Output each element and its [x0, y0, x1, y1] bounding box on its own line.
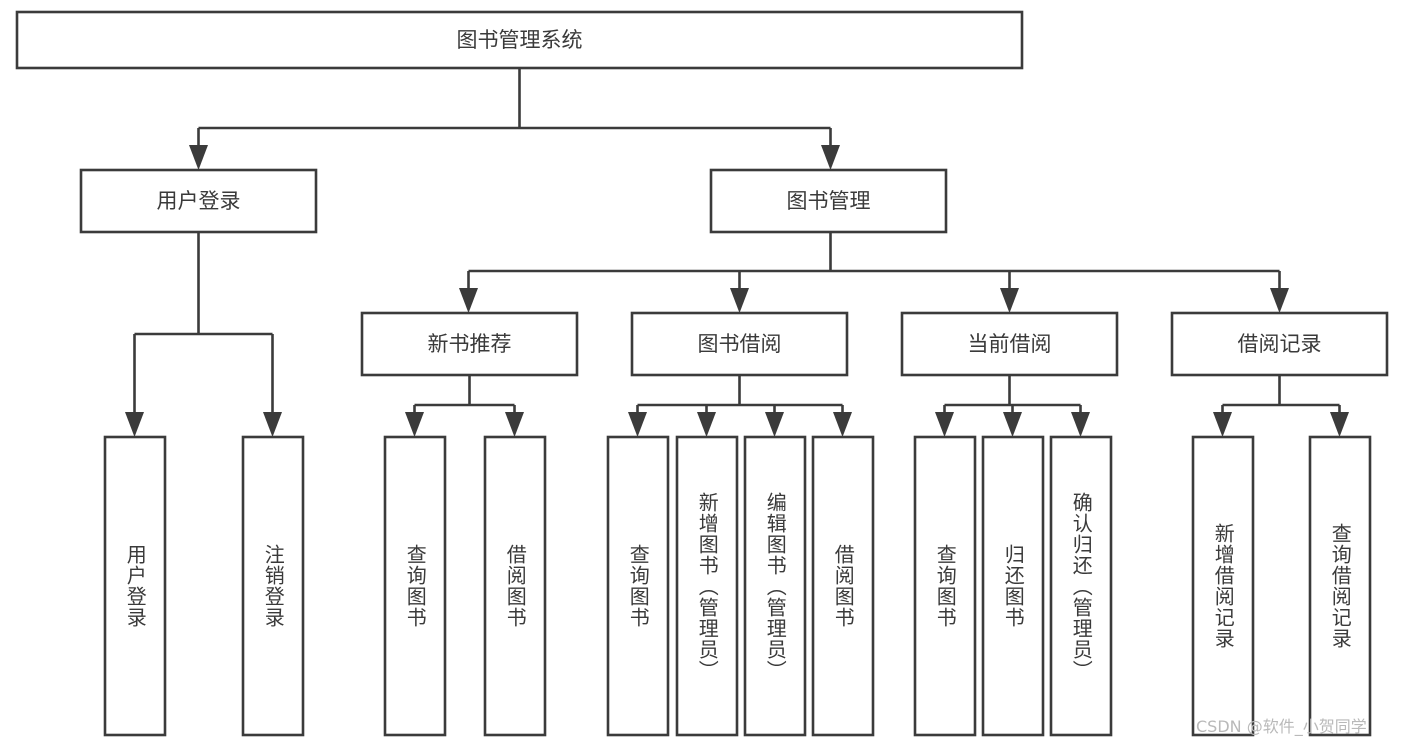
- csdn-watermark: CSDN @软件_小贺同学: [1196, 717, 1367, 736]
- arrowhead-bb-to-leaf-2: [697, 412, 716, 437]
- node-borrow-record-label: 借阅记录: [1238, 332, 1322, 356]
- leaf-box-borrow-book-1[interactable]: [483, 435, 547, 737]
- node-current-borrow-box[interactable]: [900, 311, 1119, 377]
- arrowhead-ul-to-leaf-2: [263, 412, 282, 437]
- node-book-borrow[interactable]: 图书借阅: [630, 311, 849, 377]
- connector-group-new-book-recommend: [405, 375, 524, 437]
- arrowhead-bb-to-leaf-4: [833, 412, 852, 437]
- node-root-label: 图书管理系统: [457, 28, 583, 52]
- node-book-borrow-label: 图书借阅: [698, 332, 782, 356]
- arrowhead-nbr-to-leaf-1: [405, 412, 424, 437]
- connector-group-user-login: [125, 232, 282, 437]
- connector-group-root: [189, 68, 840, 170]
- node-root-box[interactable]: [15, 10, 1024, 70]
- arrowhead-ul-to-leaf-1: [125, 412, 144, 437]
- arrowhead-bm-to-new-book: [459, 288, 478, 313]
- node-book-manage-box[interactable]: [709, 168, 948, 234]
- leaf-box-query-record[interactable]: [1308, 435, 1372, 737]
- leaf-box-confirm-return[interactable]: [1049, 435, 1113, 737]
- arrowhead-bm-to-book-borrow: [730, 288, 749, 313]
- leaf-boxes: [103, 435, 1372, 737]
- arrowhead-br-to-leaf-2: [1330, 412, 1349, 437]
- arrowhead-nbr-to-leaf-2: [505, 412, 524, 437]
- arrowhead-cb-to-leaf-1: [935, 412, 954, 437]
- node-root[interactable]: 图书管理系统: [15, 10, 1024, 70]
- node-book-borrow-box[interactable]: [630, 311, 849, 377]
- leaf-box-return-book[interactable]: [981, 435, 1045, 737]
- node-user-login-box[interactable]: [79, 168, 318, 234]
- leaf-box-query-book-2[interactable]: [606, 435, 670, 737]
- arrowhead-root-to-user-login: [189, 145, 208, 170]
- connector-group-borrow-record: [1213, 375, 1349, 437]
- arrowhead-bb-to-leaf-3: [765, 412, 784, 437]
- node-current-borrow-label: 当前借阅: [968, 332, 1052, 356]
- leaf-box-add-book[interactable]: [675, 435, 739, 737]
- node-borrow-record-box[interactable]: [1170, 311, 1389, 377]
- node-borrow-record[interactable]: 借阅记录: [1170, 311, 1389, 377]
- arrowhead-br-to-leaf-1: [1213, 412, 1232, 437]
- node-user-login[interactable]: 用户登录: [79, 168, 318, 234]
- arrowhead-bb-to-leaf-1: [628, 412, 647, 437]
- node-new-book-recommend-label: 新书推荐: [428, 332, 512, 356]
- leaf-box-query-book-3[interactable]: [913, 435, 977, 737]
- arrowhead-root-to-book-manage: [821, 145, 840, 170]
- node-current-borrow[interactable]: 当前借阅: [900, 311, 1119, 377]
- arrowhead-cb-to-leaf-2: [1003, 412, 1022, 437]
- connector-group-book-borrow: [628, 375, 852, 437]
- node-book-manage-label: 图书管理: [787, 189, 871, 213]
- leaf-box-user-login[interactable]: [103, 435, 167, 737]
- arrowhead-bm-to-current-borrow: [1000, 288, 1019, 313]
- connector-group-book-manage: [459, 232, 1289, 313]
- leaf-box-logout[interactable]: [241, 435, 305, 737]
- connector-group-current-borrow: [935, 375, 1090, 437]
- leaf-box-query-book-1[interactable]: [383, 435, 447, 737]
- node-new-book-recommend[interactable]: 新书推荐: [360, 311, 579, 377]
- leaf-box-add-record[interactable]: [1191, 435, 1255, 737]
- arrowhead-bm-to-borrow-record: [1270, 288, 1289, 313]
- arrowhead-cb-to-leaf-3: [1071, 412, 1090, 437]
- leaf-box-edit-book[interactable]: [743, 435, 807, 737]
- node-user-login-label: 用户登录: [157, 189, 241, 213]
- leaf-box-borrow-book-2[interactable]: [811, 435, 875, 737]
- node-book-manage[interactable]: 图书管理: [709, 168, 948, 234]
- node-new-book-recommend-box[interactable]: [360, 311, 579, 377]
